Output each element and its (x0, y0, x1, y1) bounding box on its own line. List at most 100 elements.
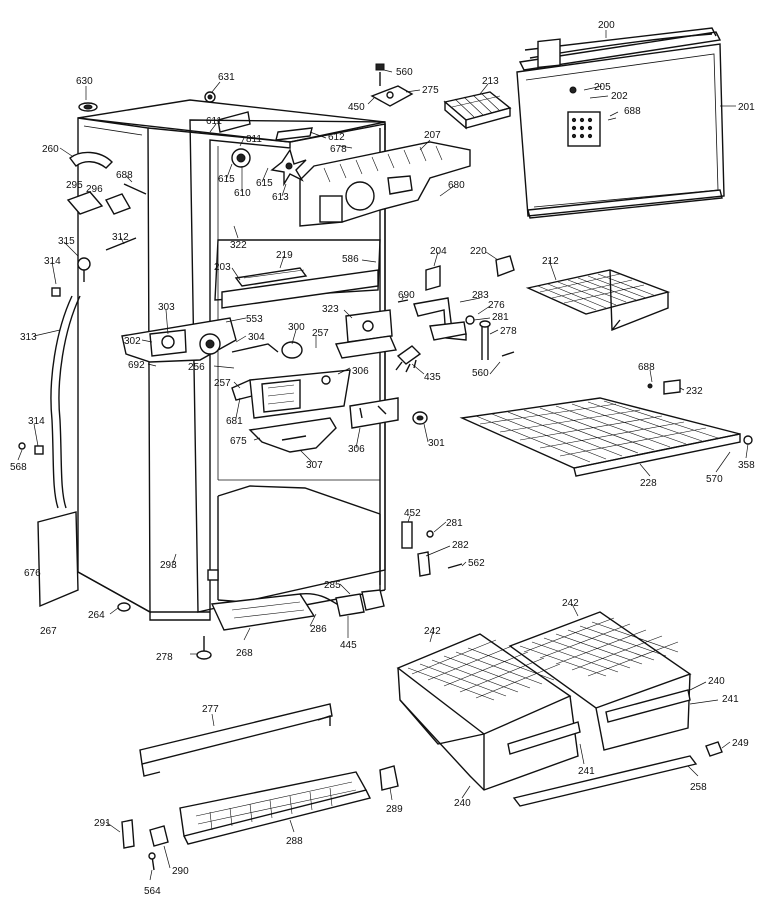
hinge-group (401, 521, 463, 577)
callout-285: 285 (324, 580, 341, 591)
mullion-bar-group (221, 267, 379, 309)
callout-278: 278 (156, 652, 173, 663)
callout-304: 304 (248, 332, 265, 343)
callout-291: 291 (94, 818, 111, 829)
callout-301: 301 (428, 438, 445, 449)
callout-678: 678 (330, 144, 347, 155)
callout-212: 212 (542, 256, 559, 267)
callout-leaders (17, 30, 749, 881)
callout-314: 314 (44, 256, 61, 267)
rail-258 (512, 755, 698, 807)
callout-241: 241 (722, 694, 739, 705)
callout-675: 675 (230, 436, 247, 447)
ice-tray-group (443, 91, 512, 130)
callout-207: 207 (424, 130, 441, 141)
callout-283: 283 (472, 290, 489, 301)
callout-322: 322 (230, 240, 247, 251)
callout-450: 450 (348, 102, 365, 113)
callout-290: 290 (172, 866, 189, 877)
grille-288 (179, 765, 399, 845)
bottom-small-parts (121, 819, 169, 871)
callout-260: 260 (42, 144, 59, 155)
callout-219: 219 (276, 250, 293, 261)
callout-302: 302 (124, 336, 141, 347)
callout-275: 275 (422, 85, 439, 96)
callout-306: 306 (352, 366, 369, 377)
callout-630: 630 (76, 76, 93, 87)
crisper-pan-left (396, 633, 581, 791)
callout-692: 692 (128, 360, 145, 371)
callout-560: 560 (472, 368, 489, 379)
callout-241: 241 (578, 766, 595, 777)
callout-240: 240 (454, 798, 471, 809)
evaporator-cover-group (299, 141, 471, 227)
bracket-323-group (334, 309, 398, 359)
callout-267: 267 (40, 626, 57, 637)
fan-motor-group (217, 111, 313, 187)
callout-613: 613 (272, 192, 289, 203)
callout-204: 204 (430, 246, 447, 257)
callout-264: 264 (88, 610, 105, 621)
fresh-shelf-228 (459, 397, 741, 477)
callout-232: 232 (686, 386, 703, 397)
callout-240: 240 (708, 676, 725, 687)
callout-277: 277 (202, 704, 219, 715)
callout-286: 286 (310, 624, 327, 635)
part-435-group (395, 345, 422, 373)
callout-611: 611 (206, 116, 222, 127)
callout-690: 690 (398, 290, 415, 301)
callout-615: 615 (256, 178, 273, 189)
callout-307: 307 (306, 460, 323, 471)
cabinet-body (77, 99, 386, 621)
rail-277 (139, 703, 333, 777)
callout-313: 313 (20, 332, 37, 343)
callout-282: 282 (452, 540, 469, 551)
callout-562: 562 (468, 558, 485, 569)
callout-435: 435 (424, 372, 441, 383)
callout-249: 249 (732, 738, 749, 749)
callout-213: 213 (482, 76, 499, 87)
callout-288: 288 (286, 836, 303, 847)
callout-688: 688 (624, 106, 641, 117)
crisper-pan-right (508, 611, 692, 751)
callout-314: 314 (28, 416, 45, 427)
callout-276: 276 (488, 300, 505, 311)
callout-labels: 200 201 202 205 688 560 450 275 213 207 … (10, 20, 755, 897)
callout-201: 201 (738, 102, 755, 113)
callout-293: 293 (160, 560, 177, 571)
callout-200: 200 (598, 20, 615, 31)
callout-560: 560 (396, 67, 413, 78)
callout-680: 680 (448, 180, 465, 191)
callout-676: 676 (24, 568, 41, 579)
callout-281: 281 (492, 312, 509, 323)
callout-257: 257 (214, 378, 231, 389)
plate-306-group (349, 397, 399, 429)
light-shield-group (248, 417, 337, 453)
callout-688: 688 (116, 170, 133, 181)
control-housing-group (121, 317, 351, 419)
callout-278: 278 (500, 326, 517, 337)
callout-615: 615 (218, 174, 235, 185)
callout-586: 586 (342, 254, 359, 265)
callout-564: 564 (144, 886, 161, 897)
callout-205: 205 (594, 82, 611, 93)
screws-lower-left (117, 569, 219, 660)
freezer-shelf-212 (525, 269, 671, 332)
callout-553: 553 (246, 314, 263, 325)
callout-202: 202 (611, 91, 628, 102)
door-shelf-dimples (571, 117, 593, 139)
callout-811: 811 (246, 134, 262, 145)
callout-257: 257 (312, 328, 329, 339)
callout-289: 289 (386, 804, 403, 815)
callout-228: 228 (640, 478, 657, 489)
callout-256: 256 (188, 362, 205, 373)
callout-295: 295 (66, 180, 83, 191)
callout-312: 312 (112, 232, 129, 243)
callout-612: 612 (328, 132, 345, 143)
callout-220: 220 (470, 246, 487, 257)
callout-242: 242 (562, 598, 579, 609)
callout-688: 688 (638, 362, 655, 373)
callout-570: 570 (706, 474, 723, 485)
callout-281: 281 (446, 518, 463, 529)
